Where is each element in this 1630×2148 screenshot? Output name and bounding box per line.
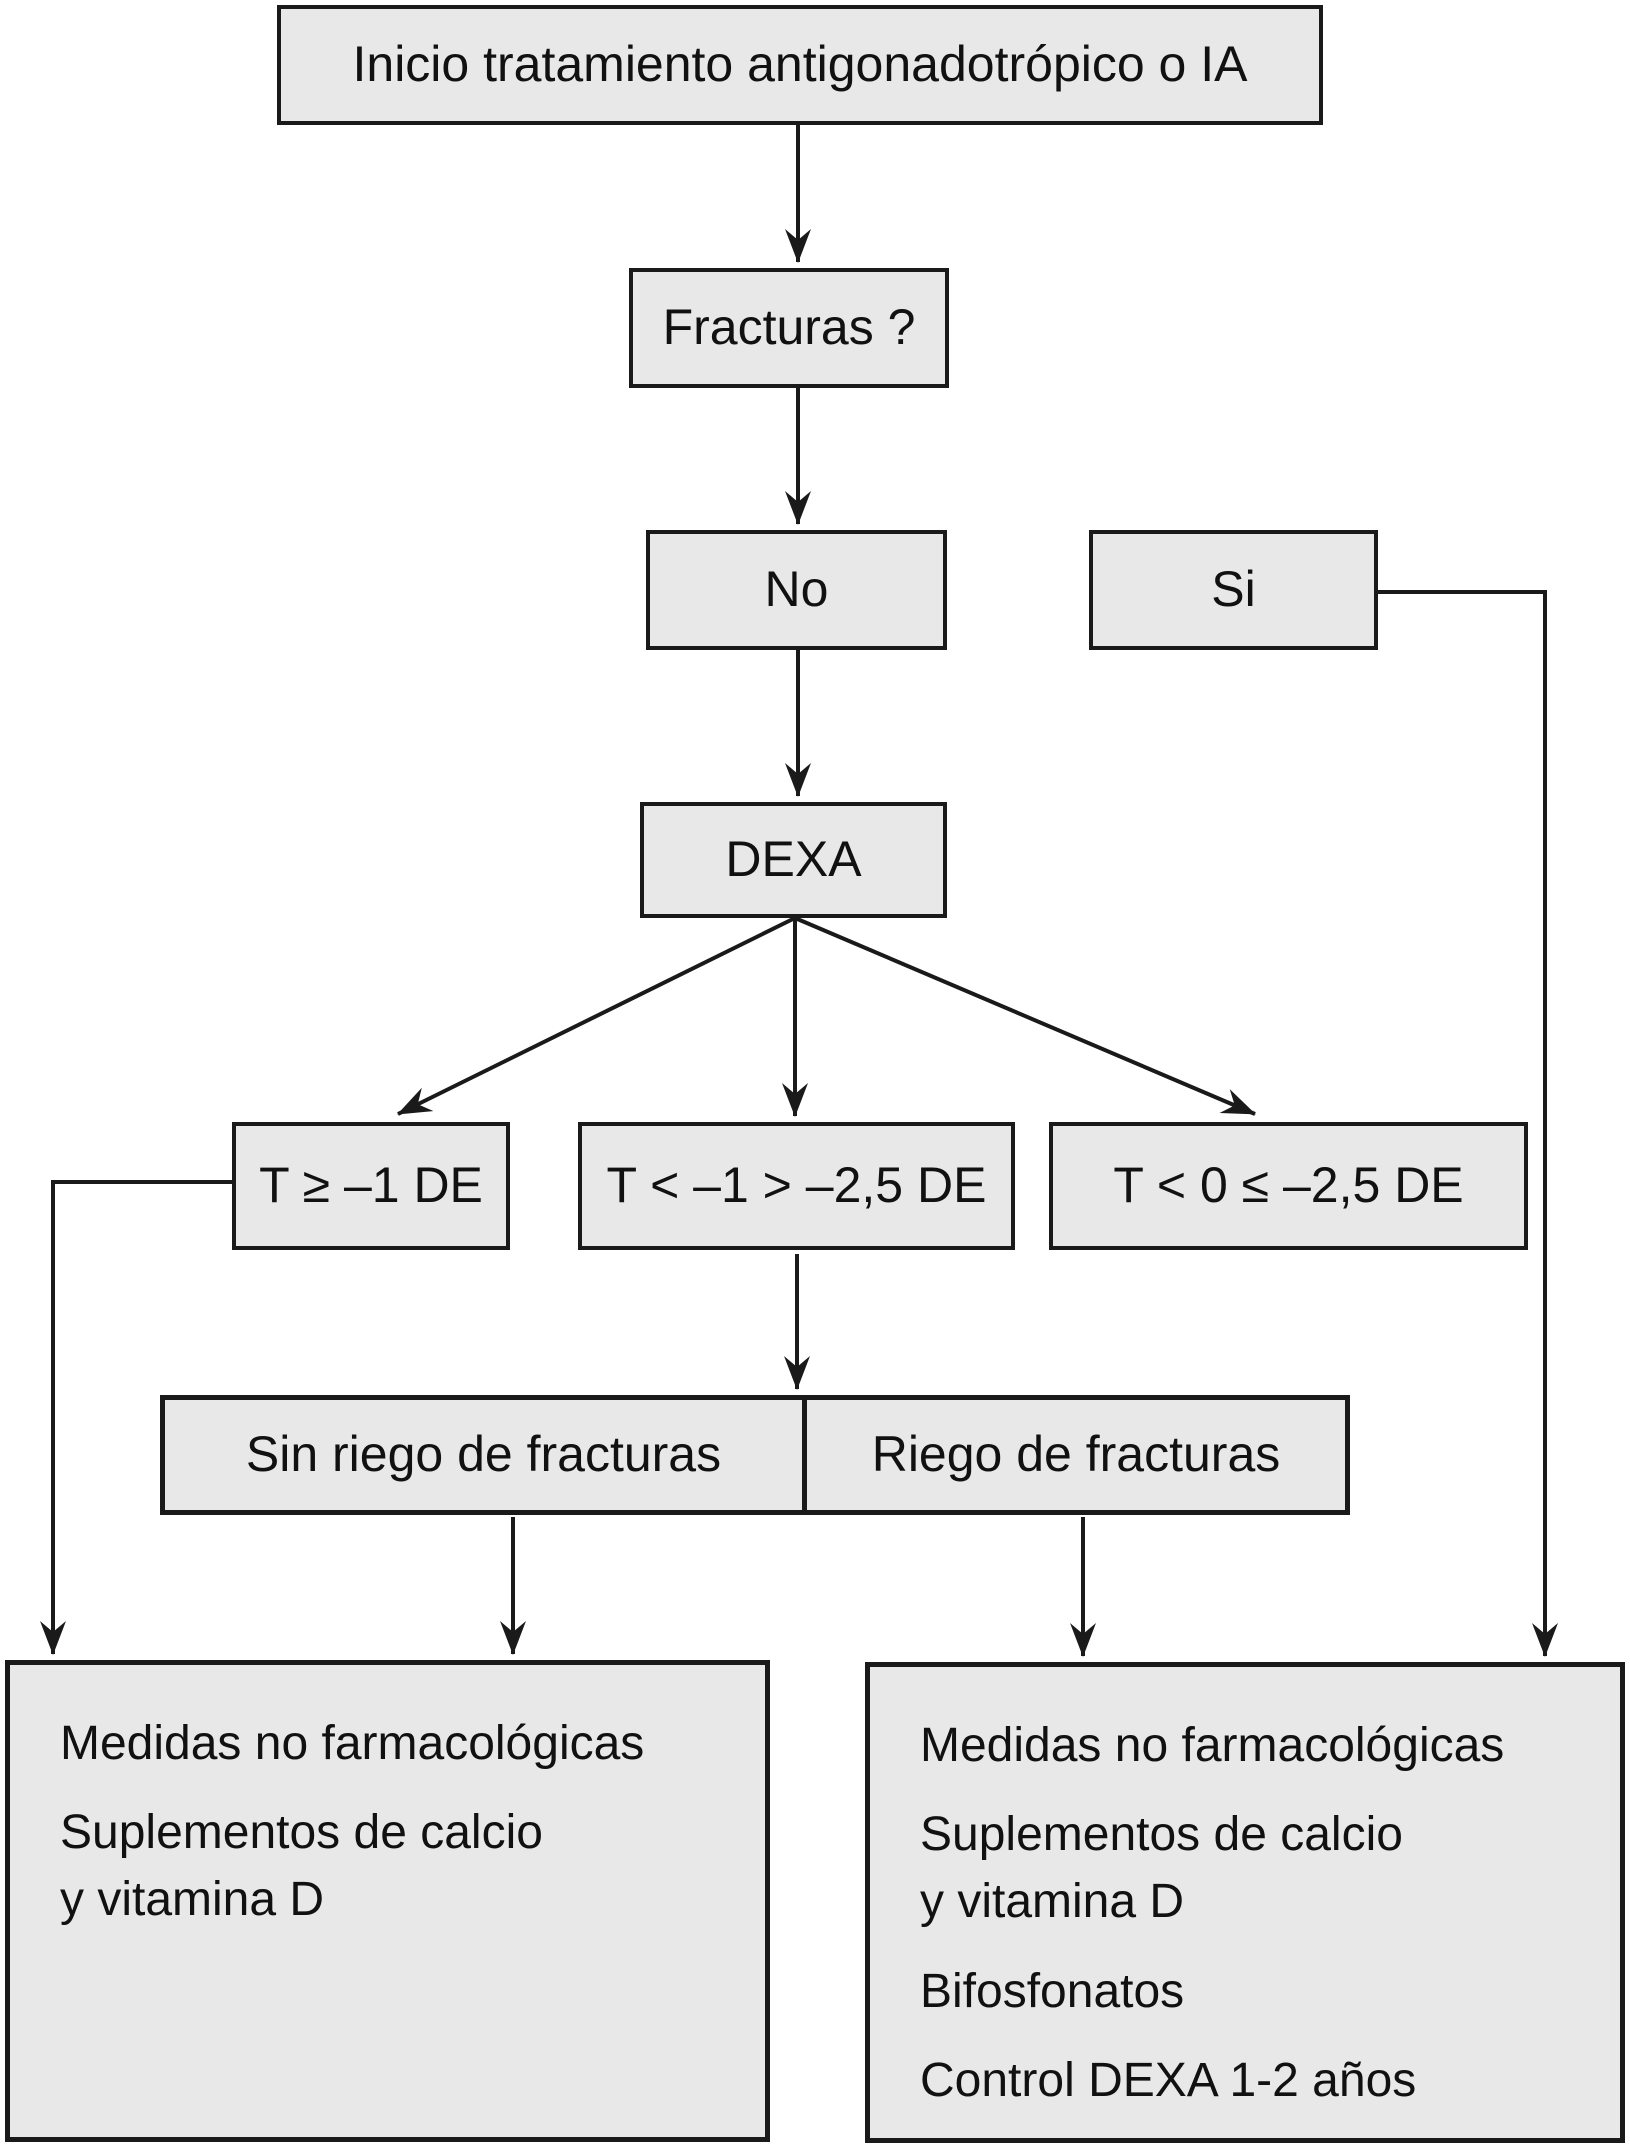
outcome-item: Bifosfonatos <box>920 1964 1185 2018</box>
node-fracturas-question: Fracturas ? <box>629 268 949 388</box>
cell-sin-riesgo-label: Sin riego de fracturas <box>245 1426 722 1483</box>
arrow-dexa-to-t-low <box>794 916 1256 1116</box>
node-fracturas-label: Fracturas ? <box>662 299 916 356</box>
node-t-score-mid-label: T < –1 > –2,5 DE <box>606 1157 987 1214</box>
node-dexa: DEXA <box>640 802 947 918</box>
outcome-item: Medidas no farmacológicas <box>60 1717 645 1770</box>
outcome-box-right: Medidas no farmacológicas Suplementos de… <box>865 1662 1625 2143</box>
node-t-score-mid: T < –1 > –2,5 DE <box>578 1122 1015 1250</box>
outcome-box-left: Medidas no farmacológicas Suplementos de… <box>5 1660 770 2142</box>
outcome-item: Control DEXA 1-2 años <box>920 2053 1417 2107</box>
outcome-item: Medidas no farmacológicas <box>920 1719 1505 1772</box>
arrow-si-to-outcome-right <box>1378 590 1558 1657</box>
node-t-score-normal-label: T ≥ –1 DE <box>259 1157 483 1214</box>
cell-riesgo-label: Riego de fracturas <box>871 1426 1281 1483</box>
node-dexa-label: DEXA <box>725 831 862 888</box>
cell-sin-riesgo: Sin riego de fracturas <box>165 1400 807 1510</box>
node-t-score-low-label: T < 0 ≤ –2,5 DE <box>1113 1157 1464 1214</box>
node-no: No <box>646 530 947 650</box>
outcome-item: Suplementos de calcio y vitamina D <box>920 1808 1403 1929</box>
node-start-label: Inicio tratamiento antigonadotrópico o I… <box>352 36 1248 93</box>
arrow-t-normal-to-outcome-left <box>40 1180 234 1655</box>
node-si-label: Si <box>1211 561 1256 618</box>
cell-riesgo: Riego de fracturas <box>807 1400 1345 1510</box>
arrow-dexa-to-t-normal <box>397 916 796 1116</box>
node-start: Inicio tratamiento antigonadotrópico o I… <box>277 5 1323 125</box>
node-t-score-low: T < 0 ≤ –2,5 DE <box>1049 1122 1528 1250</box>
node-si: Si <box>1089 530 1378 650</box>
outcome-item: Suplementos de calcio y vitamina D <box>60 1806 543 1927</box>
node-fracture-risk-split: Sin riego de fracturas Riego de fractura… <box>160 1395 1350 1515</box>
node-no-label: No <box>764 561 829 618</box>
node-t-score-normal: T ≥ –1 DE <box>232 1122 510 1250</box>
